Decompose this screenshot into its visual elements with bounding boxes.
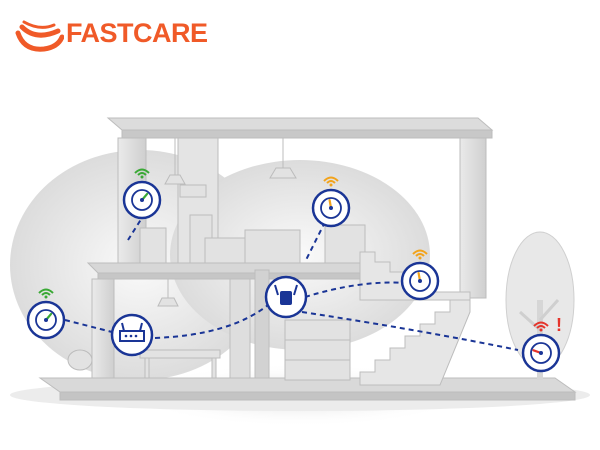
connection-paths xyxy=(64,212,519,351)
wifi-signal-icon xyxy=(134,168,150,179)
gauge-upstairs-right[interactable] xyxy=(311,176,351,228)
wifi-signal-icon xyxy=(412,249,428,260)
speedometer-icon xyxy=(530,342,552,364)
speed-gauges: ! xyxy=(26,168,562,373)
wifi-extender-icon[interactable] xyxy=(264,275,308,319)
speedometer-icon xyxy=(35,309,57,331)
speedometer-icon xyxy=(409,270,431,292)
upper-furniture xyxy=(139,138,366,264)
speedometer-icon xyxy=(131,189,153,211)
router-icon[interactable] xyxy=(110,313,154,357)
gauge-outside-left[interactable] xyxy=(26,288,66,340)
wifi-signal-icon xyxy=(323,176,339,187)
gauge-garden[interactable]: ! xyxy=(521,315,562,373)
wifi-signal-icon xyxy=(38,288,54,299)
brand-name: FASTCARE xyxy=(66,17,208,48)
ground-furniture xyxy=(67,279,351,381)
gauge-stairs[interactable] xyxy=(400,249,440,301)
gauge-upstairs-left[interactable] xyxy=(122,168,162,220)
speedometer-icon xyxy=(320,197,342,219)
staircase xyxy=(359,251,471,386)
fastcare-logo: FASTCARE xyxy=(14,10,208,56)
fastcare-logo-icon xyxy=(15,20,64,52)
wifi-signal-icon xyxy=(533,321,549,332)
alert-icon: ! xyxy=(556,315,562,335)
